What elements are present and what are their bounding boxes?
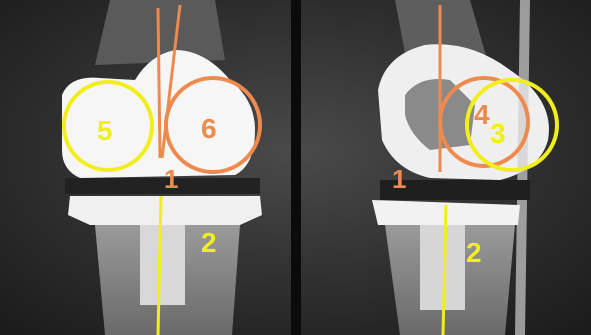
- lat-label-3: 3: [490, 118, 506, 149]
- panel-divider: [291, 0, 301, 335]
- lat-label-1: 1: [392, 164, 406, 194]
- lat-label-4: 4: [474, 99, 490, 130]
- ap-femur-axis-line-a: [158, 8, 160, 158]
- ap-label-2: 2: [201, 227, 217, 258]
- ap-label-6: 6: [201, 113, 217, 144]
- ap-label-1: 1: [164, 164, 178, 194]
- ap-label-5: 5: [97, 115, 113, 146]
- ap-joint-gap: [65, 178, 260, 194]
- ap-tibial-stem: [140, 225, 185, 305]
- lat-label-2: 2: [466, 237, 482, 268]
- ap-tibial-tray: [68, 196, 262, 225]
